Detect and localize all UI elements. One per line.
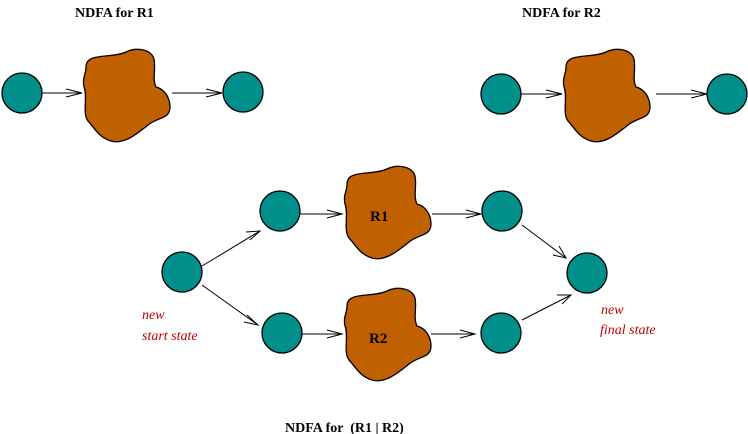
diagram-r2: NDFA for R2 bbox=[480, 6, 748, 143]
r2-blob bbox=[562, 48, 651, 143]
r2-final-state bbox=[706, 73, 748, 115]
union-blob-r2-label: R2 bbox=[369, 331, 387, 347]
r1-arrowhead-in bbox=[65, 88, 83, 98]
union-edge-bottom-to-final bbox=[521, 294, 572, 321]
diagram-r1: NDFA for R1 bbox=[1, 6, 264, 143]
union-arrowhead-start-to-bottom bbox=[243, 314, 260, 326]
union-bottom-entry-state bbox=[261, 312, 303, 354]
start-state-note-line2: start state bbox=[142, 329, 198, 344]
union-top-entry-state bbox=[259, 190, 301, 232]
r1-start-state bbox=[1, 72, 43, 114]
union-new-final-state bbox=[566, 252, 608, 294]
final-state-note-line1: new bbox=[601, 303, 624, 318]
union-edge-start-to-bottom bbox=[201, 284, 259, 326]
union-top-exit-state bbox=[481, 190, 523, 232]
union-arrowhead-top-in bbox=[326, 209, 344, 219]
final-state-note-line2: final state bbox=[600, 323, 656, 338]
union-arrowhead-bottom-in bbox=[326, 329, 344, 339]
r2-arrowhead-in bbox=[545, 89, 563, 99]
union-arrowhead-start-to-top bbox=[245, 230, 262, 241]
union-edge-start-to-top bbox=[201, 230, 261, 267]
union-arrowhead-bottom-to-final bbox=[557, 294, 573, 305]
r2-start-state bbox=[480, 73, 522, 115]
start-state-note-line1: new bbox=[142, 308, 165, 323]
union-blob-r1-label: R1 bbox=[370, 209, 388, 225]
union-edge-top-to-final bbox=[521, 224, 567, 259]
union-arrowhead-top-out bbox=[465, 209, 483, 219]
union-bottom-exit-state bbox=[480, 312, 522, 354]
union-arrowhead-top-to-final bbox=[552, 245, 568, 259]
diagram-union: R1 R2 new start state new final state ND… bbox=[142, 165, 656, 434]
diagram-r2-title: NDFA for R2 bbox=[522, 6, 601, 21]
diagram-r1-title: NDFA for R1 bbox=[75, 6, 154, 21]
union-arrowhead-bottom-out bbox=[459, 329, 477, 339]
diagram-union-title: NDFA for (R1 | R2) bbox=[285, 421, 404, 434]
r1-arrowhead-out bbox=[205, 88, 223, 98]
union-blob-r2 bbox=[343, 287, 432, 382]
union-new-start-state bbox=[161, 251, 203, 293]
r1-blob bbox=[82, 48, 171, 143]
r1-final-state bbox=[222, 71, 264, 113]
